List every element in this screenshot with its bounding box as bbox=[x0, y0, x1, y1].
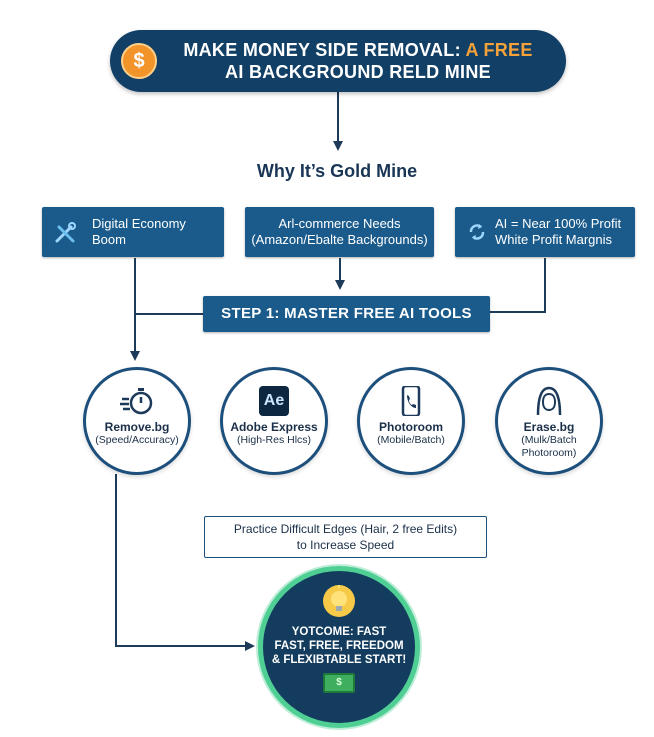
dollar-coin-icon: $ bbox=[121, 43, 157, 79]
reason-box-profit: AI = Near 100% Profit White Profit Margn… bbox=[455, 207, 635, 257]
hair-silhouette-icon bbox=[532, 386, 566, 416]
tool-desc: (Mulk/Batch Photoroom) bbox=[521, 434, 577, 459]
tool-name: Photoroom bbox=[379, 420, 443, 434]
reason-line1: Arl-commerce Needs bbox=[278, 216, 401, 231]
money-stack-icon: $ bbox=[323, 673, 355, 693]
tool-photoroom: Photoroom (Mobile/Batch) bbox=[357, 367, 465, 475]
reason-line1: AI = Near 100% Profit bbox=[495, 216, 622, 231]
reason-line2: Boom bbox=[92, 232, 126, 247]
outcome-line1: YOTCOME: FAST bbox=[291, 626, 387, 638]
reason-line2: White Profit Margnis bbox=[495, 232, 613, 247]
tool-name: Erase.bg bbox=[523, 420, 575, 434]
reason-box-ecommerce: Arl-commerce Needs (Amazon/Ebalte Backgr… bbox=[245, 207, 434, 257]
adobe-ae-icon: Ae bbox=[259, 386, 289, 416]
title-line2: AI BACKGROUND RELD MINE bbox=[225, 62, 491, 82]
tool-desc: (High-Res Hlcs) bbox=[236, 434, 312, 446]
title-banner: $ MAKE MONEY SIDE REMOVAL: A FREE AI BAC… bbox=[110, 30, 566, 92]
tool-name: Remove.bg bbox=[104, 420, 170, 434]
section-heading: Why It’s Gold Mine bbox=[256, 161, 418, 181]
recycle-icon bbox=[467, 222, 487, 246]
tool-name: Adobe Express bbox=[230, 420, 318, 434]
title-line1: MAKE MONEY SIDE REMOVAL: bbox=[183, 40, 466, 60]
reason-line2: (Amazon/Ebalte Backgrounds) bbox=[251, 232, 428, 247]
tool-removebg: Remove.bg (Speed/Accuracy) bbox=[83, 367, 191, 475]
tool-desc: (Speed/Accuracy) bbox=[95, 434, 179, 446]
tools-icon bbox=[54, 222, 78, 248]
reason-line1: Digital Economy bbox=[92, 216, 186, 231]
phone-icon bbox=[394, 384, 428, 418]
practice-line1: Practice Difficult Edges (Hair, 2 free E… bbox=[233, 522, 458, 536]
practice-note: Practice Difficult Edges (Hair, 2 free E… bbox=[204, 516, 487, 558]
outcome-circle: YOTCOME: FAST FAST, FREE, FREEDOM & FLEX… bbox=[258, 566, 420, 728]
practice-line2: to Increase Speed bbox=[296, 538, 395, 552]
title-line1-accent: A FREE bbox=[465, 40, 533, 60]
step-banner: STEP 1: MASTER FREE AI TOOLS bbox=[203, 296, 490, 332]
connector-profit-to-step bbox=[490, 258, 546, 313]
outcome-line2: FAST, FREE, FREEDOM bbox=[274, 640, 404, 652]
lightbulb-icon bbox=[323, 585, 355, 617]
tool-erasebg: Erase.bg (Mulk/Batch Photoroom) bbox=[495, 367, 603, 475]
stopwatch-icon bbox=[120, 386, 154, 416]
reason-box-digital-economy: Digital Economy Boom bbox=[42, 207, 224, 257]
outcome-text: YOTCOME: FAST FAST, FREE, FREEDOM & FLEX… bbox=[263, 625, 415, 667]
tool-desc: (Mobile/Batch) bbox=[377, 434, 445, 446]
tool-adobe-express: Ae Adobe Express (High-Res Hlcs) bbox=[220, 367, 328, 475]
outcome-line3: & FLEXIBTABLE START! bbox=[271, 654, 407, 666]
page-title: MAKE MONEY SIDE REMOVAL: A FREE AI BACKG… bbox=[166, 39, 550, 83]
arrow-tools-to-outcome bbox=[115, 474, 255, 651]
